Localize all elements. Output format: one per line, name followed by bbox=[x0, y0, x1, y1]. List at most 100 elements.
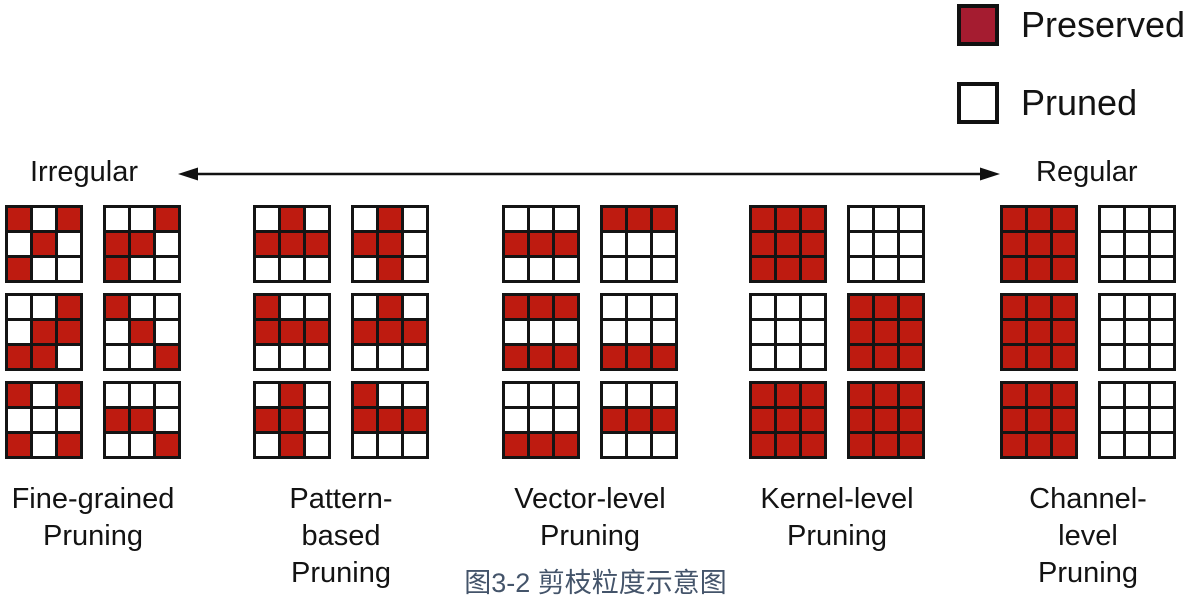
pruned-cell bbox=[33, 258, 55, 280]
pruned-cell bbox=[131, 296, 153, 318]
pruned-cell bbox=[404, 384, 426, 406]
weight-matrix bbox=[600, 381, 678, 459]
pruned-cell bbox=[1101, 296, 1123, 318]
preserved-cell bbox=[777, 258, 799, 280]
weight-matrix bbox=[847, 381, 925, 459]
preserved-cell bbox=[900, 384, 922, 406]
pruned-swatch bbox=[957, 82, 999, 124]
preserved-cell bbox=[900, 346, 922, 368]
pruned-cell bbox=[505, 258, 527, 280]
preserved-cell bbox=[875, 434, 897, 456]
preserved-cell bbox=[875, 409, 897, 431]
weight-matrix bbox=[103, 293, 181, 371]
preserved-cell bbox=[628, 409, 650, 431]
preserved-cell bbox=[156, 346, 178, 368]
weight-matrix bbox=[502, 293, 580, 371]
irregular-regular-arrow-icon bbox=[178, 167, 1000, 181]
legend-item-pruned: Pruned bbox=[957, 82, 1137, 124]
preserved-cell bbox=[256, 321, 278, 343]
pruned-cell bbox=[802, 296, 824, 318]
preserved-cell bbox=[875, 321, 897, 343]
preserved-cell bbox=[306, 233, 328, 255]
pruned-cell bbox=[58, 258, 80, 280]
pruned-cell bbox=[131, 434, 153, 456]
pruned-cell bbox=[1151, 409, 1173, 431]
pruned-cell bbox=[306, 384, 328, 406]
preserved-cell bbox=[850, 434, 872, 456]
pruned-cell bbox=[256, 384, 278, 406]
pruned-cell bbox=[603, 233, 625, 255]
pruned-cell bbox=[628, 434, 650, 456]
preserved-cell bbox=[404, 409, 426, 431]
pruned-cell bbox=[354, 296, 376, 318]
preserved-cell bbox=[752, 409, 774, 431]
pruned-cell bbox=[306, 208, 328, 230]
pruned-cell bbox=[752, 296, 774, 318]
weight-matrix bbox=[749, 293, 827, 371]
preserved-cell bbox=[8, 258, 30, 280]
matrix-set bbox=[749, 205, 925, 459]
preserved-cell bbox=[33, 346, 55, 368]
pruned-cell bbox=[156, 296, 178, 318]
pruned-cell bbox=[1126, 409, 1148, 431]
pruned-cell bbox=[1151, 321, 1173, 343]
preserved-cell bbox=[555, 233, 577, 255]
matrix-set bbox=[1000, 205, 1176, 459]
preserved-cell bbox=[281, 434, 303, 456]
pruned-cell bbox=[1126, 434, 1148, 456]
preserved-cell bbox=[131, 321, 153, 343]
pruned-cell bbox=[404, 233, 426, 255]
preserved-cell bbox=[1053, 434, 1075, 456]
preserved-cell bbox=[530, 296, 552, 318]
pruned-cell bbox=[106, 321, 128, 343]
pruned-cell bbox=[1126, 384, 1148, 406]
preserved-cell bbox=[354, 233, 376, 255]
preserved-cell bbox=[653, 409, 675, 431]
pruned-cell bbox=[1126, 208, 1148, 230]
preserved-cell bbox=[603, 208, 625, 230]
pruned-cell bbox=[404, 296, 426, 318]
pruned-cell bbox=[306, 296, 328, 318]
preserved-cell bbox=[653, 346, 675, 368]
figure-caption: 图3-2 剪枝粒度示意图 bbox=[464, 568, 727, 598]
pruned-cell bbox=[603, 434, 625, 456]
preserved-cell bbox=[1003, 321, 1025, 343]
pruned-cell bbox=[1101, 434, 1123, 456]
preserved-cell bbox=[379, 233, 401, 255]
preserved-cell bbox=[1003, 409, 1025, 431]
pruned-cell bbox=[1101, 321, 1123, 343]
preserved-cell bbox=[505, 233, 527, 255]
weight-matrix bbox=[5, 293, 83, 371]
preserved-cell bbox=[1003, 384, 1025, 406]
pruned-cell bbox=[58, 409, 80, 431]
pruned-cell bbox=[850, 208, 872, 230]
preserved-cell bbox=[1053, 208, 1075, 230]
pruned-cell bbox=[530, 384, 552, 406]
weight-matrix bbox=[847, 205, 925, 283]
pruned-cell bbox=[354, 346, 376, 368]
pruned-cell bbox=[850, 258, 872, 280]
preserved-cell bbox=[1003, 434, 1025, 456]
preserved-cell bbox=[1003, 233, 1025, 255]
weight-matrix bbox=[502, 205, 580, 283]
pruned-cell bbox=[628, 233, 650, 255]
weight-matrix bbox=[600, 205, 678, 283]
preserved-cell bbox=[603, 346, 625, 368]
preserved-cell bbox=[379, 409, 401, 431]
weight-matrix bbox=[1098, 205, 1176, 283]
preserved-cell bbox=[900, 434, 922, 456]
axis-right-label: Regular bbox=[1036, 156, 1138, 188]
preserved-cell bbox=[1053, 321, 1075, 343]
preserved-cell bbox=[106, 296, 128, 318]
pruned-cell bbox=[603, 384, 625, 406]
pruned-cell bbox=[628, 258, 650, 280]
pruned-cell bbox=[156, 233, 178, 255]
preserved-cell bbox=[8, 384, 30, 406]
axis-left-label: Irregular bbox=[30, 156, 138, 188]
pruned-cell bbox=[752, 346, 774, 368]
preserved-cell bbox=[1003, 346, 1025, 368]
